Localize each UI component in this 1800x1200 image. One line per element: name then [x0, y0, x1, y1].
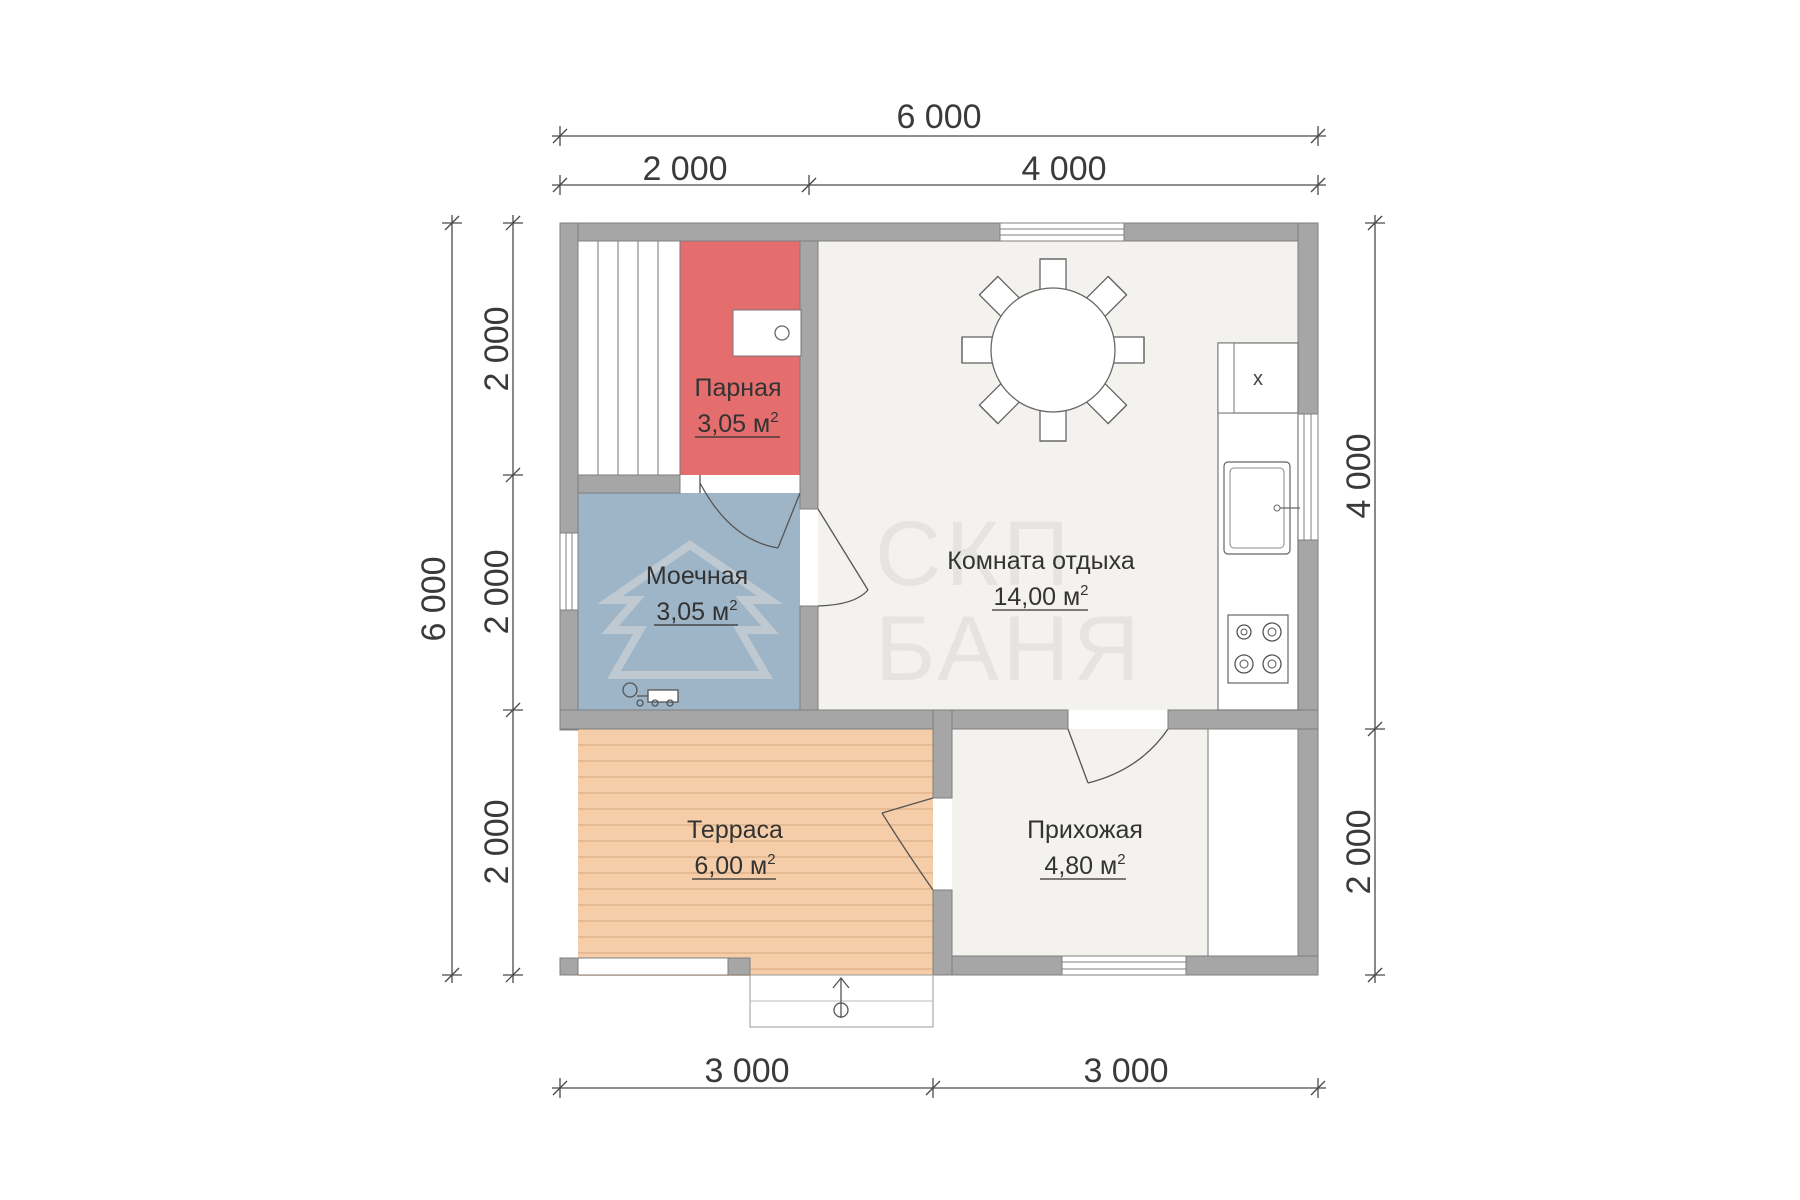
stove-cooktop-icon [1227, 614, 1289, 684]
dim-top-total: 6 000 [896, 98, 981, 136]
room-area-rest: 14,00 м2 [993, 582, 1088, 611]
terrace-boards [578, 744, 933, 970]
dim-right-bottom: 2 000 [1340, 809, 1378, 894]
terrace-floor [578, 729, 933, 976]
room-name-rest: Комната отдыха [947, 547, 1135, 575]
watermark-line2: БАНЯ [875, 598, 1144, 700]
dim-left-mid: 2 000 [478, 549, 516, 634]
room-name-steam: Парная [694, 374, 781, 402]
dim-bottom-left: 3 000 [704, 1052, 789, 1090]
walls [559, 222, 1319, 976]
stove-circle-icon [774, 325, 790, 341]
sauna-stove [732, 309, 802, 357]
entry-step [749, 974, 934, 1028]
dim-left-top: 2 000 [478, 306, 516, 391]
dim-left-bottom: 2 000 [478, 799, 516, 884]
dim-bottom-right: 3 000 [1083, 1052, 1168, 1090]
watermark: СКП БАНЯ [597, 503, 1144, 700]
room-area-terrace: 6,00 м2 [694, 851, 775, 880]
room-labels: Парная 3,05 м2 Моечная 3,05 м2 Комната о… [646, 374, 1143, 880]
dim-top-right: 4 000 [1021, 150, 1106, 188]
watermark-line1: СКП [875, 503, 1073, 605]
room-area-steam: 3,05 м2 [697, 409, 778, 438]
room-name-hall: Прихожая [1027, 816, 1143, 844]
steam-bench-slats [597, 241, 659, 475]
doors [699, 475, 1169, 891]
room-name-terrace: Терраса [687, 816, 783, 844]
dimension-labels: 6 000 2 000 4 000 3 000 3 000 6 000 2 00… [415, 98, 1378, 1090]
dining-table [990, 287, 1116, 413]
kitchen-counter: x [1217, 342, 1300, 711]
dim-top-left: 2 000 [642, 150, 727, 188]
dim-right-top: 4 000 [1340, 433, 1378, 518]
dimension-lines [442, 126, 1385, 1098]
fridge-mark: x [1253, 368, 1263, 390]
watermark-logo-icon [597, 540, 783, 679]
steam-bench [577, 240, 681, 476]
dining-set [961, 258, 1145, 442]
room-area-hall: 4,80 м2 [1044, 851, 1125, 880]
windows [559, 222, 1319, 976]
wardrobe [1207, 728, 1299, 957]
room-name-wash: Моечная [646, 562, 748, 590]
shower-icon [622, 682, 679, 707]
dim-left-total: 6 000 [415, 556, 453, 641]
steam-room-floor [680, 241, 800, 475]
room-area-wash: 3,05 м2 [656, 597, 737, 626]
